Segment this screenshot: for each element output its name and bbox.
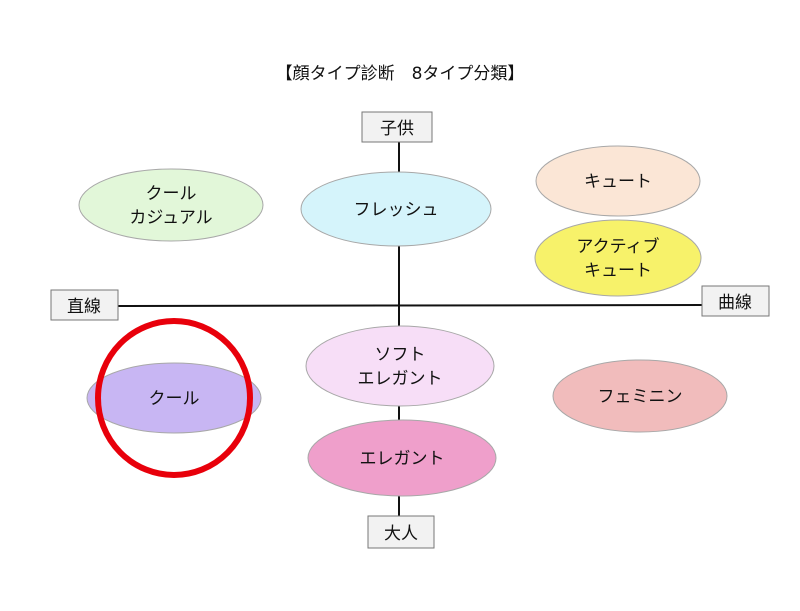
axis-label-right: 曲線 bbox=[701, 285, 770, 317]
axis-label-top-text: 子供 bbox=[380, 119, 414, 139]
type-label: エレガント bbox=[360, 449, 445, 469]
highlight-circle bbox=[95, 318, 253, 478]
axis-label-top: 子供 bbox=[361, 111, 433, 143]
axis-label-left-text: 直線 bbox=[67, 297, 101, 317]
type-ellipse bbox=[307, 419, 497, 497]
type-label: クール bbox=[149, 389, 200, 409]
axis-label-right-text: 曲線 bbox=[718, 293, 752, 313]
type-cool: クール bbox=[86, 362, 262, 434]
type-cute: キュート bbox=[535, 145, 701, 217]
axis-label-bottom-text: 大人 bbox=[384, 524, 418, 544]
type-label: キュート bbox=[584, 261, 652, 281]
type-label: カジュアル bbox=[129, 208, 212, 228]
type-label: フェミニン bbox=[598, 387, 683, 407]
type-label: クール bbox=[146, 184, 197, 204]
type-ellipse bbox=[300, 171, 492, 247]
type-ellipse bbox=[534, 219, 702, 297]
type-ellipse bbox=[552, 359, 728, 433]
type-label: ソフト bbox=[375, 345, 426, 365]
axis-label-left: 直線 bbox=[50, 289, 119, 321]
type-ellipse bbox=[78, 168, 264, 242]
type-label: キュート bbox=[584, 172, 652, 192]
horizontal-axis bbox=[117, 304, 703, 307]
type-feminine: フェミニン bbox=[552, 359, 728, 433]
axis-label-bottom: 大人 bbox=[367, 515, 435, 549]
type-label: エレガント bbox=[358, 369, 443, 389]
type-ellipse bbox=[535, 145, 701, 217]
type-ellipse bbox=[86, 362, 262, 434]
type-label: アクティブ bbox=[576, 236, 659, 257]
diagram-title: 【顔タイプ診断 8タイプ分類】 bbox=[276, 64, 525, 84]
type-fresh: フレッシュ bbox=[300, 171, 492, 247]
type-elegant: エレガント bbox=[307, 419, 497, 497]
type-ellipse bbox=[305, 325, 495, 407]
type-label: フレッシュ bbox=[354, 200, 439, 220]
